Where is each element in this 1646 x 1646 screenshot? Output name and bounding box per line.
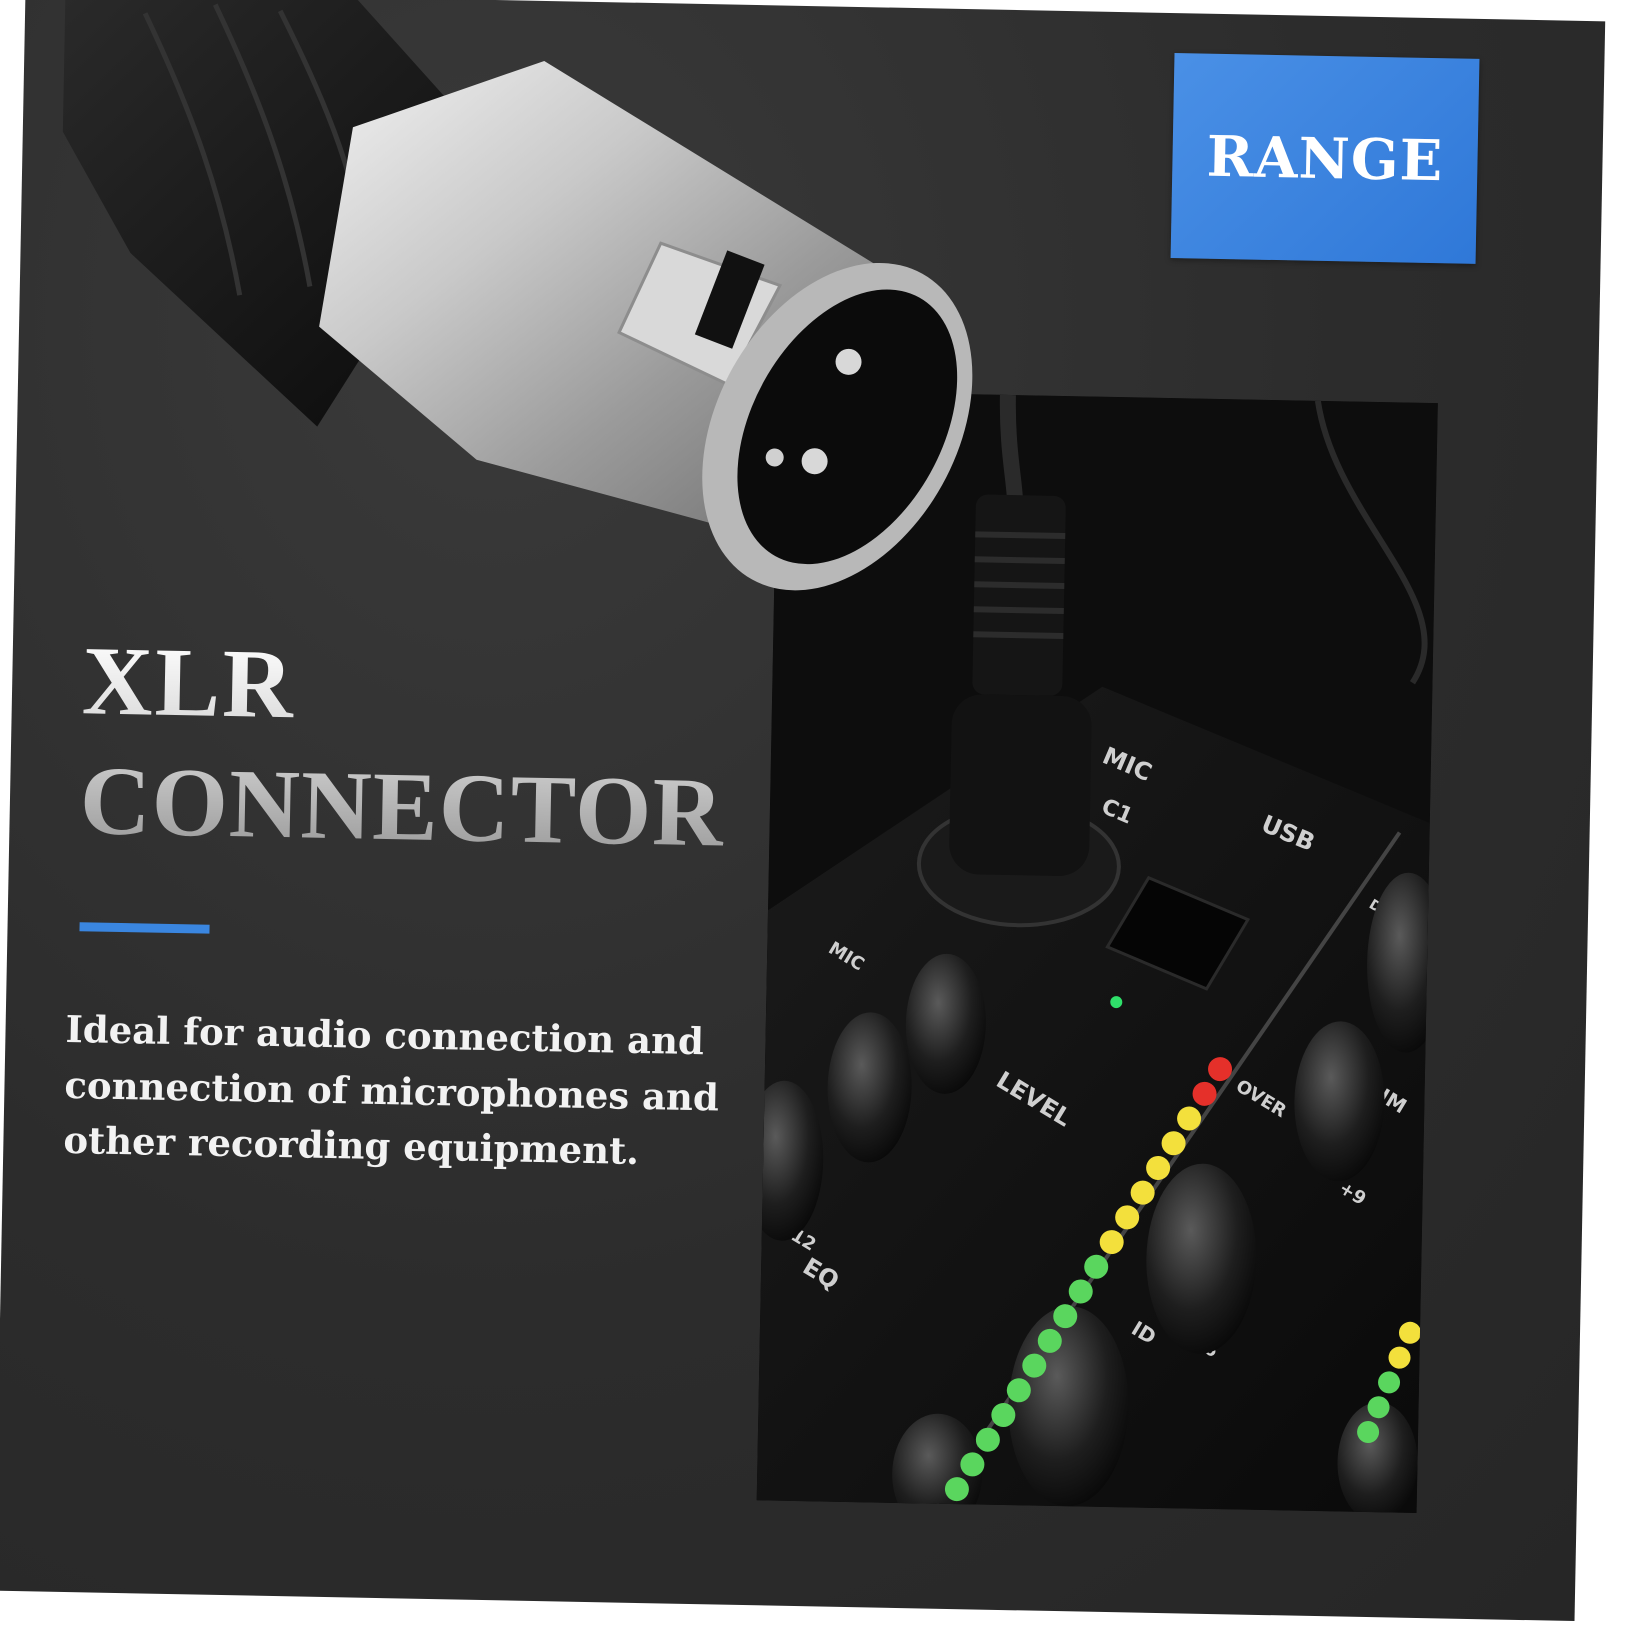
level-meter bbox=[944, 1057, 1421, 1502]
range-badge: RANGE bbox=[1170, 53, 1480, 264]
mixer-illustration: MIC C1 USB LEVEL EQ MIC OVER RIM +12 +9 … bbox=[756, 390, 1438, 1513]
xlr-connector-photo bbox=[62, 0, 973, 591]
range-badge-label: RANGE bbox=[1206, 123, 1444, 194]
headline: XLR CONNECTOR bbox=[79, 632, 727, 862]
product-card: MIC C1 USB LEVEL EQ MIC OVER RIM +12 +9 … bbox=[0, 0, 1606, 1622]
mixer-knobs bbox=[756, 872, 1438, 1513]
accent-divider bbox=[79, 922, 210, 934]
headline-line2: CONNECTOR bbox=[78, 747, 726, 868]
headline-line1: XLR bbox=[81, 627, 297, 740]
product-description: Ideal for audio connection and connectio… bbox=[63, 1006, 720, 1173]
audio-mixer-photo: MIC C1 USB LEVEL EQ MIC OVER RIM +12 +9 … bbox=[756, 390, 1438, 1513]
